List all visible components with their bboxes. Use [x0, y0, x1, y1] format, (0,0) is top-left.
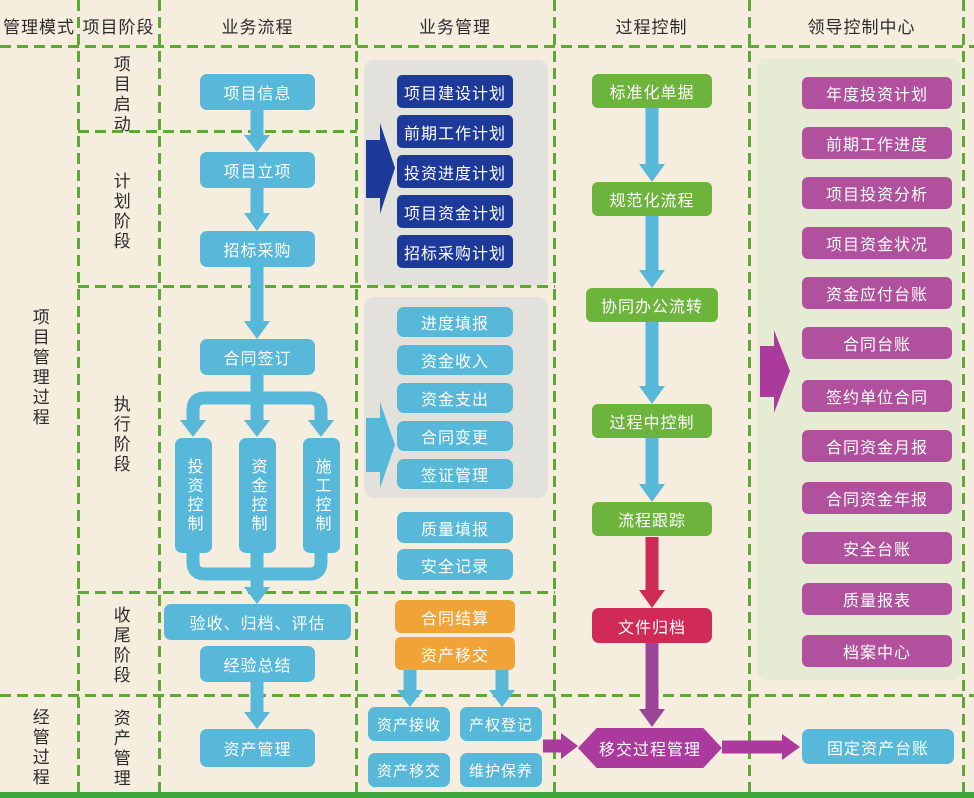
closeout-box-contract-settlement: 合同结算 — [395, 600, 515, 633]
node-experience-summary: 经验总结 — [200, 646, 315, 682]
arrow-track-to-archive — [639, 537, 665, 608]
plan-box-earlywork: 前期工作计划 — [397, 115, 513, 148]
panel-leader-center — [757, 58, 961, 680]
stage-label-close: 收尾阶段 — [109, 606, 130, 686]
grid-line-h-header — [0, 45, 974, 48]
asset-box-receive: 资产接收 — [368, 707, 450, 741]
arrow-hexagon-to-ledger — [722, 734, 800, 760]
grid-line-v-col2 — [158, 0, 161, 792]
grid-line-v-col4 — [553, 0, 556, 792]
arrow-assets-to-hexagon — [543, 733, 578, 759]
header-business-flow: 业务流程 — [221, 18, 294, 38]
leader-box-safety-ledger: 安全台账 — [802, 532, 952, 564]
group-label-project-process: 项目管理过程 — [28, 308, 49, 428]
pc-node-collaborative-flow: 协同办公流转 — [586, 288, 718, 322]
plan-box-investment-progress: 投资进度计划 — [397, 155, 513, 188]
exec-box-contract-change: 合同变更 — [397, 421, 513, 451]
grid-line-h-start-plan — [78, 130, 357, 133]
bottom-border-line — [0, 792, 974, 798]
header-process-control: 过程控制 — [615, 18, 688, 38]
hexagon-transfer-process-mgmt: 移交过程管理 — [578, 728, 722, 768]
exec-box-fund-expense: 资金支出 — [397, 383, 513, 413]
block-arrow-executions — [366, 402, 395, 488]
grid-line-v-col1 — [77, 0, 80, 792]
grid-line-v-col3 — [355, 0, 358, 792]
closeout-box-asset-transfer: 资产移交 — [395, 637, 515, 670]
leader-box-contract-ledger: 合同台账 — [802, 327, 952, 359]
stage-label-execute: 执行阶段 — [109, 395, 130, 475]
node-acceptance-archive-evaluate: 验收、归档、评估 — [164, 604, 351, 640]
pc-node-standard-forms: 标准化单据 — [592, 74, 712, 108]
grid-line-v-col5 — [748, 0, 751, 792]
arrow-archive-to-transfer — [639, 643, 665, 727]
plan-box-construction: 项目建设计划 — [397, 75, 513, 108]
leader-box-annual-investment: 年度投资计划 — [802, 77, 952, 109]
header-management-mode: 管理模式 — [3, 18, 75, 38]
grid-line-h-exec-close — [78, 591, 555, 594]
node-fund-control: 资金控制 — [239, 438, 276, 553]
arrow-group-blue — [180, 108, 665, 729]
block-arrow-plans — [366, 123, 395, 214]
leader-box-monthly-report: 合同资金月报 — [802, 430, 952, 462]
header-business-mgmt: 业务管理 — [419, 18, 491, 38]
header-leader-center: 领导控制中心 — [807, 18, 916, 38]
stage-label-start: 项目启动 — [109, 55, 130, 135]
leader-box-earlywork-progress: 前期工作进度 — [802, 127, 952, 159]
pc-node-file-archive: 文件归档 — [592, 608, 712, 643]
grid-line-h-operation — [0, 694, 974, 697]
leader-box-investment-analysis: 项目投资分析 — [802, 177, 952, 209]
pc-node-standard-process: 规范化流程 — [592, 182, 712, 216]
exec-box-fund-income: 资金收入 — [397, 345, 513, 375]
record-box-safety: 安全记录 — [397, 549, 513, 580]
grid-line-v-right — [962, 0, 965, 792]
fixed-asset-ledger-box: 固定资产台账 — [802, 729, 954, 764]
block-arrow-reports — [760, 330, 790, 413]
node-bidding-procurement: 招标采购 — [200, 231, 315, 267]
leader-box-payable-ledger: 资金应付台账 — [802, 277, 952, 309]
pc-node-inprocess-control: 过程中控制 — [592, 404, 712, 438]
exec-box-visa-mgmt: 签证管理 — [397, 459, 513, 489]
leader-box-annual-report: 合同资金年报 — [802, 482, 952, 514]
node-project-approval: 项目立项 — [200, 152, 315, 188]
asset-box-property-register: 产权登记 — [460, 707, 542, 741]
asset-box-maintenance: 维护保养 — [460, 753, 542, 787]
asset-box-transfer: 资产移交 — [368, 753, 450, 787]
leader-box-signed-contracts: 签约单位合同 — [802, 380, 952, 412]
leader-box-fund-status: 项目资金状况 — [802, 227, 952, 259]
node-contract-signing: 合同签订 — [200, 339, 315, 375]
exec-box-progress-report: 进度填报 — [397, 307, 513, 337]
grid-line-h-plan-exec — [78, 285, 555, 288]
node-project-info: 项目信息 — [200, 74, 315, 110]
header-project-stage: 项目阶段 — [82, 18, 155, 38]
group-label-operation-process: 经管过程 — [28, 708, 49, 788]
record-box-quality: 质量填报 — [397, 512, 513, 543]
leader-box-quality-report: 质量报表 — [802, 583, 952, 615]
plan-box-bidding: 招标采购计划 — [397, 235, 513, 268]
plan-box-project-fund: 项目资金计划 — [397, 195, 513, 228]
stage-label-plan: 计划阶段 — [109, 172, 130, 252]
node-construction-control: 施工控制 — [303, 438, 340, 553]
stage-label-asset: 资产管理 — [109, 709, 130, 789]
leader-box-archive-center: 档案中心 — [802, 635, 952, 667]
node-investment-control: 投资控制 — [175, 438, 212, 553]
pc-node-process-tracking: 流程跟踪 — [592, 502, 712, 536]
node-asset-management: 资产管理 — [200, 729, 315, 767]
